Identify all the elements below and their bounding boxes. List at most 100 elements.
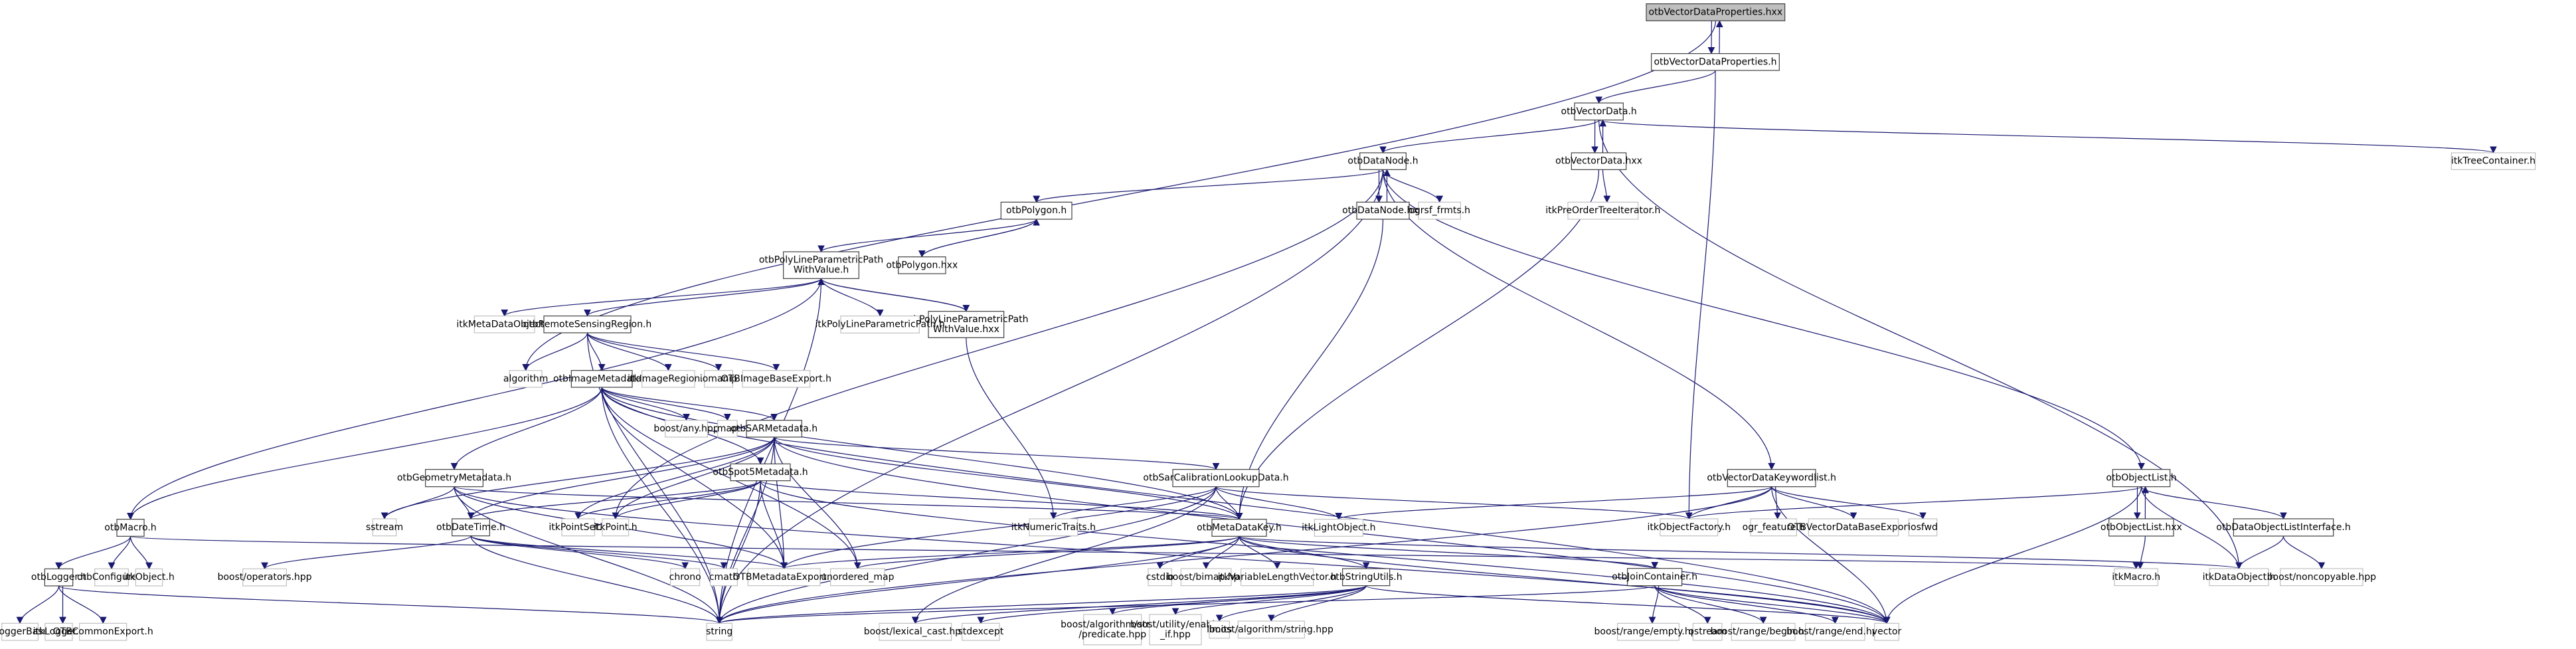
edge-otbsarcalibrationlookupdata-h-to-otbmetadatakey-h (1215, 486, 1243, 520)
node-box (561, 518, 595, 537)
node-otbgeometrymetadata-h[interactable]: otbGeometryMetadata.h (397, 469, 511, 488)
node-otbobjectlist-h[interactable]: otbObjectList.h (2106, 469, 2177, 488)
node-label: unordered_map (821, 572, 894, 583)
edge-otbpolylineparametricpath-withvalue-hxx-to-otbpolylineparametricpath-withvalue-h (817, 278, 967, 312)
node-ogrsf-frmts-h: ogrsf_frmts.h (1409, 201, 1470, 220)
edge-otbsarmetadata-h-to-string (715, 436, 775, 624)
node-label: otbVectorDataKeywordlist.h (1707, 473, 1836, 484)
node-otblogger-h[interactable]: otbLogger.h (31, 568, 86, 587)
node-itknumerictraits-h: itkNumericTraits.h (1011, 518, 1096, 537)
edge-otbmetadatakey-h-to-unordered-map (854, 535, 1240, 570)
node-otbvectordatakeywordlist-h[interactable]: otbVectorDataKeywordlist.h (1707, 469, 1836, 488)
node-otbdatetime-h[interactable]: otbDateTime.h (436, 518, 505, 537)
node-box (1692, 622, 1723, 641)
node-label: _if.hpp (1159, 629, 1191, 640)
node-box (94, 568, 129, 587)
node-itkmacro-h: itkMacro.h (2112, 568, 2160, 587)
node-label: boost/algorithm/string.hpp (1209, 624, 1333, 635)
edge-otbspot5metadata-h-to-otbmetadatakey-h (760, 480, 1243, 520)
node-box (1359, 152, 1407, 170)
edge-otbsarcalibrationlookupdata-h-to-itkobjectfactory-h (1215, 486, 1693, 520)
node-box (730, 463, 791, 482)
node-box (452, 518, 490, 537)
edge-otbmetadatakey-h-to-otbstringutils-h (1239, 536, 1370, 570)
edge-otbobjectlist-hxx-to-itkmacro-h (2136, 535, 2146, 570)
node-box (1646, 3, 1786, 21)
node-label: otbSARMetadata.h (730, 423, 817, 434)
node-box (1574, 102, 1624, 121)
node-otbpolygon-h[interactable]: otbPolygon.h (1000, 201, 1073, 220)
node-box (509, 370, 543, 388)
edge-otbgeometrymetadata-h-to-otbmetadatakey-h (454, 486, 1243, 520)
node-boost-range-begin-hpp: boost/range/begin.hpp (1711, 622, 1816, 641)
node-otbdatanode-hxx[interactable]: otbDataNode.hxx (1342, 201, 1424, 220)
edge-otbobjectlist-h-to-itkdataobject-h (2140, 486, 2243, 570)
node-otbremotesensingregion-h[interactable]: otbRemoteSensingRegion.h (523, 316, 652, 333)
edge-otbvectordataproperties-h-to-itkobjectfactory-h (1685, 70, 1716, 520)
edge-otbmetadatakey-h-to-boost-bimap-hpp (1202, 536, 1240, 570)
node-box (1149, 614, 1202, 646)
node-boost-any-hpp: boost/any.hpp (653, 420, 719, 438)
node-otbdataobjectlistinterface-h[interactable]: otbDataObjectListInterface.h (2216, 518, 2351, 537)
node-sstream: sstream (366, 518, 403, 537)
edge-otblogger-h-to-itkloggerbase-h (16, 585, 60, 624)
edge-otbmacro-h-to-itkobject-h (129, 536, 153, 570)
node-label: boost/utility/enable (1130, 619, 1221, 630)
node-otbpolygon-hxx[interactable]: otbPolygon.hxx (886, 256, 958, 274)
edge-otbdatetime-h-to-string (470, 535, 723, 624)
edge-otbvectordatakeywordlist-h-to-string (715, 486, 1772, 624)
edge-otbdataobjectlistinterface-h-to-boost-noncopyable-hpp (2282, 535, 2326, 570)
node-otbspot5metadata-h[interactable]: otbSpot5Metadata.h (713, 463, 808, 482)
node-otbvectordata-h[interactable]: otbVectorData.h (1561, 102, 1637, 121)
node-otbmacro-h[interactable]: otbMacro.h (104, 519, 157, 537)
node-box (1237, 620, 1305, 639)
node-box (1727, 469, 1816, 488)
node-box (1651, 53, 1780, 71)
edge-otbvectordatakeywordlist-h-to-iosfwd (1771, 486, 1927, 520)
edge-otbimagemetadata-h-to-otbsarmetadata-h (601, 387, 778, 421)
edge-otbmacro-h-to-itkmacro-h (129, 535, 2139, 570)
node-otbvectordataproperties-h[interactable]: otbVectorDataProperties.h (1651, 53, 1780, 71)
node-label: itkLoggerBase.h (0, 626, 58, 637)
node-box (898, 256, 946, 274)
node-otbvectordata-hxx[interactable]: otbVectorData.hxx (1555, 152, 1642, 170)
node-label: otbObjectList.h (2106, 473, 2176, 484)
node-boost-utility-enable-if-hpp: boost/utility/enable_if.hpp (1130, 614, 1221, 646)
node-otbdatanode-h[interactable]: otbDataNode.h (1347, 152, 1418, 170)
node-limits: limits (1207, 620, 1232, 639)
node-label: otbMetaDataKey.h (1197, 523, 1282, 533)
node-label: otbSarCalibrationLookupData.h (1143, 473, 1288, 484)
node-box (79, 622, 128, 641)
node-otbvectordataproperties-hxx[interactable]: otbVectorDataProperties.hxx (1646, 3, 1786, 21)
edge-otbspot5metadata-h-to-itkpoint-h (612, 480, 761, 520)
edge-otblogger-h-to-otbcommonexport-h (58, 585, 107, 624)
node-otbstringutils-h[interactable]: otbStringUtils.h (1330, 568, 1403, 587)
node-otbobjectlist-hxx[interactable]: otbObjectList.hxx (2101, 518, 2182, 537)
node-ostream: ostream (1688, 622, 1727, 641)
node-otbjoincontainer-h[interactable]: otbJoinContainer.h (1612, 568, 1697, 587)
node-label: itkVariableLengthVector.h (1218, 572, 1337, 583)
node-box (1, 622, 39, 641)
node-label: string (706, 626, 732, 637)
node-label: otbVectorData.hxx (1555, 156, 1642, 167)
node-label: itkObject.h (124, 572, 174, 583)
edge-otbsarcalibrationlookupdata-h-to-itklightobject-h (1215, 486, 1343, 520)
node-label: iosfwd (1908, 522, 1938, 533)
node-label: OTBCommonExport.h (53, 626, 153, 637)
node-label: otbVectorData.h (1561, 106, 1637, 117)
edge-otbsarmetadata-h-to-otbdatetime-h (467, 436, 775, 520)
node-otbmetadatakey-h[interactable]: otbMetaDataKey.h (1197, 519, 1282, 537)
edge-otbdatanode-h-to-otbobjectlist-h (1382, 169, 2145, 470)
node-otbimagemetadata-h[interactable]: otbImageMetadata.h (553, 370, 650, 388)
edge-otbremotesensingregion-h-to-itkimageregion-h (586, 332, 672, 371)
edge-otbspot5metadata-h-to-otbmetadataexport-h (760, 480, 788, 570)
node-label: otbPolyLineParametricPath (904, 314, 1028, 325)
node-otbsarcalibrationlookupdata-h[interactable]: otbSarCalibrationLookupData.h (1143, 469, 1289, 488)
node-chrono: chrono (669, 568, 701, 587)
edge-otbstringutils-h-to-vector (1365, 585, 1891, 624)
node-otbconfigure-h: otbConfigure.h (77, 568, 146, 587)
node-otbsarmetadata-h[interactable]: otbSARMetadata.h (730, 420, 817, 438)
edge-otbobjectlist-h-to-vector (1883, 486, 2142, 624)
